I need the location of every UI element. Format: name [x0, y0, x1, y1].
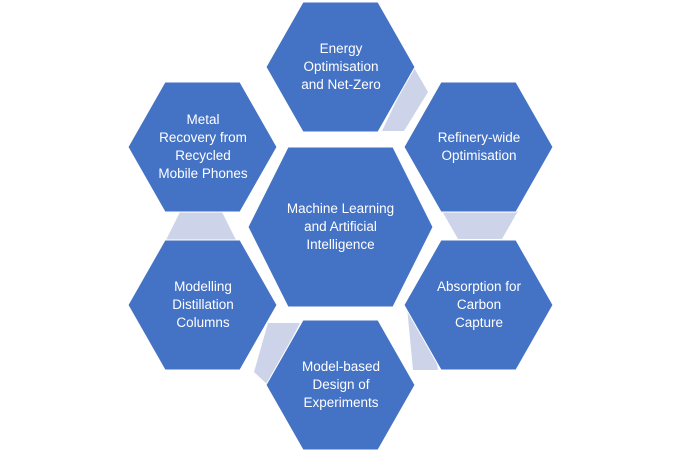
connector-modelling-metal: [166, 212, 236, 240]
hexagon-refinery-optimisation: [403, 81, 554, 213]
hexagon-energy-optimisation: [265, 1, 416, 133]
hexagon-modelling-distillation: [127, 239, 278, 371]
hexagon-model-based-design: [265, 319, 416, 451]
hexagon-machine-learning-center: [247, 146, 434, 308]
connector-energy-refinery: [382, 66, 428, 131]
connector-design-modelling: [254, 323, 300, 385]
hexagon-metal-recovery: [127, 81, 278, 213]
hexagon-absorption-carbon-capture: [403, 239, 554, 371]
connector-refinery-absorption: [442, 211, 518, 239]
